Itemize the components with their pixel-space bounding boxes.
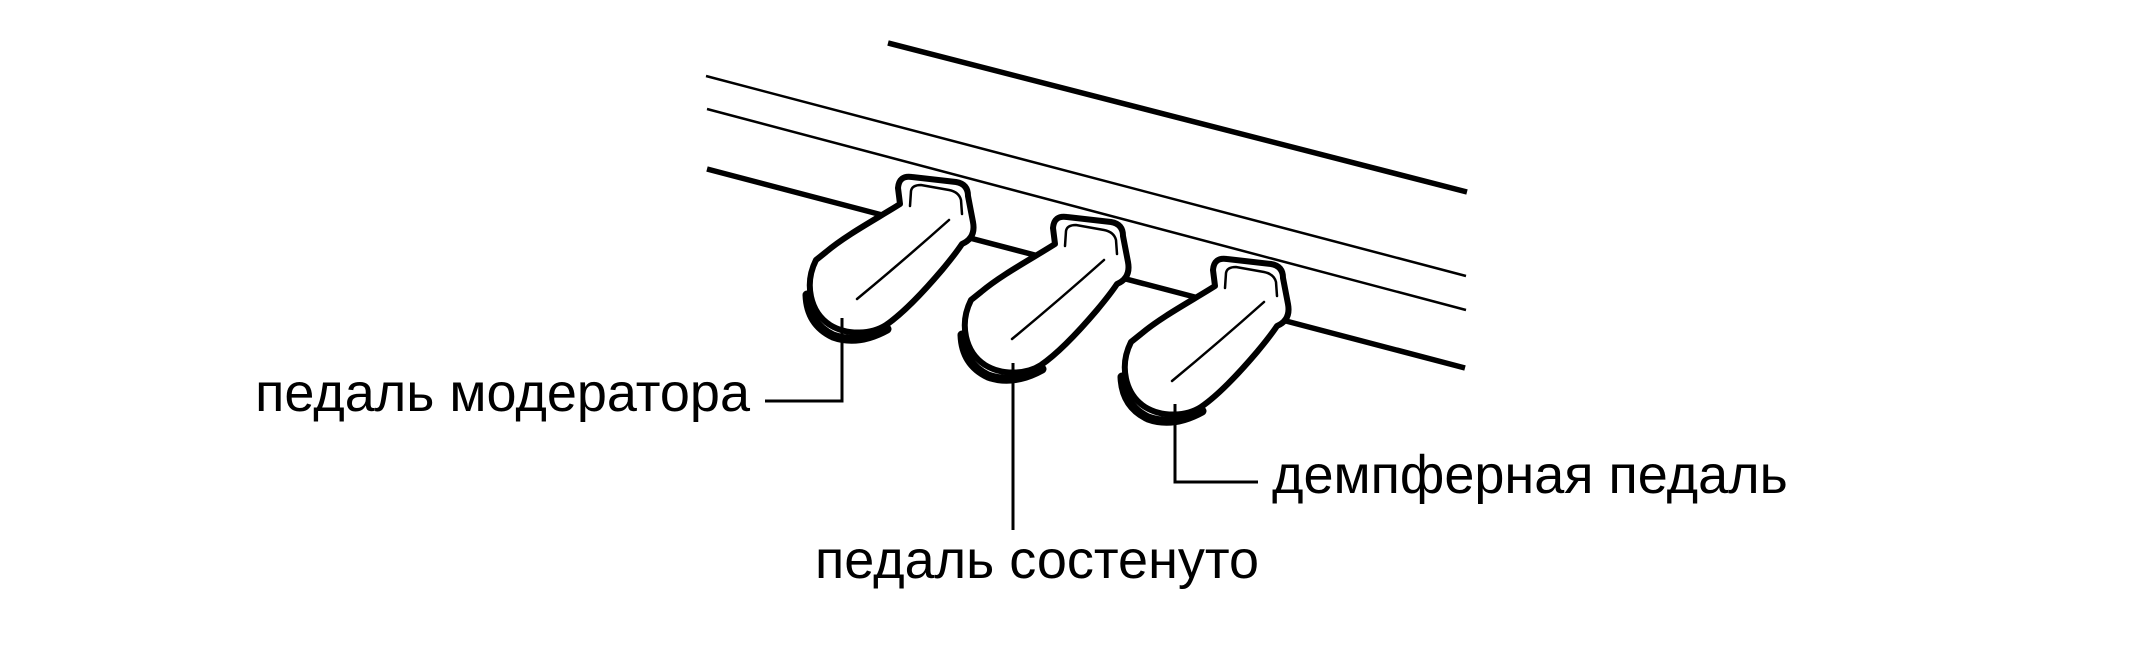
piano-middle-line-upper (705, 74, 1467, 278)
piano-middle-line-lower (706, 107, 1467, 312)
leader-line-moderator (765, 318, 844, 403)
piano-top-edge-line (887, 40, 1468, 195)
label-sostenuto-pedal: педаль состенуто (815, 530, 1259, 590)
label-moderator-pedal: педаль модератора (255, 363, 751, 423)
leader-line-damper (1173, 404, 1258, 484)
label-damper-pedal: демпферная педаль (1272, 445, 1788, 505)
